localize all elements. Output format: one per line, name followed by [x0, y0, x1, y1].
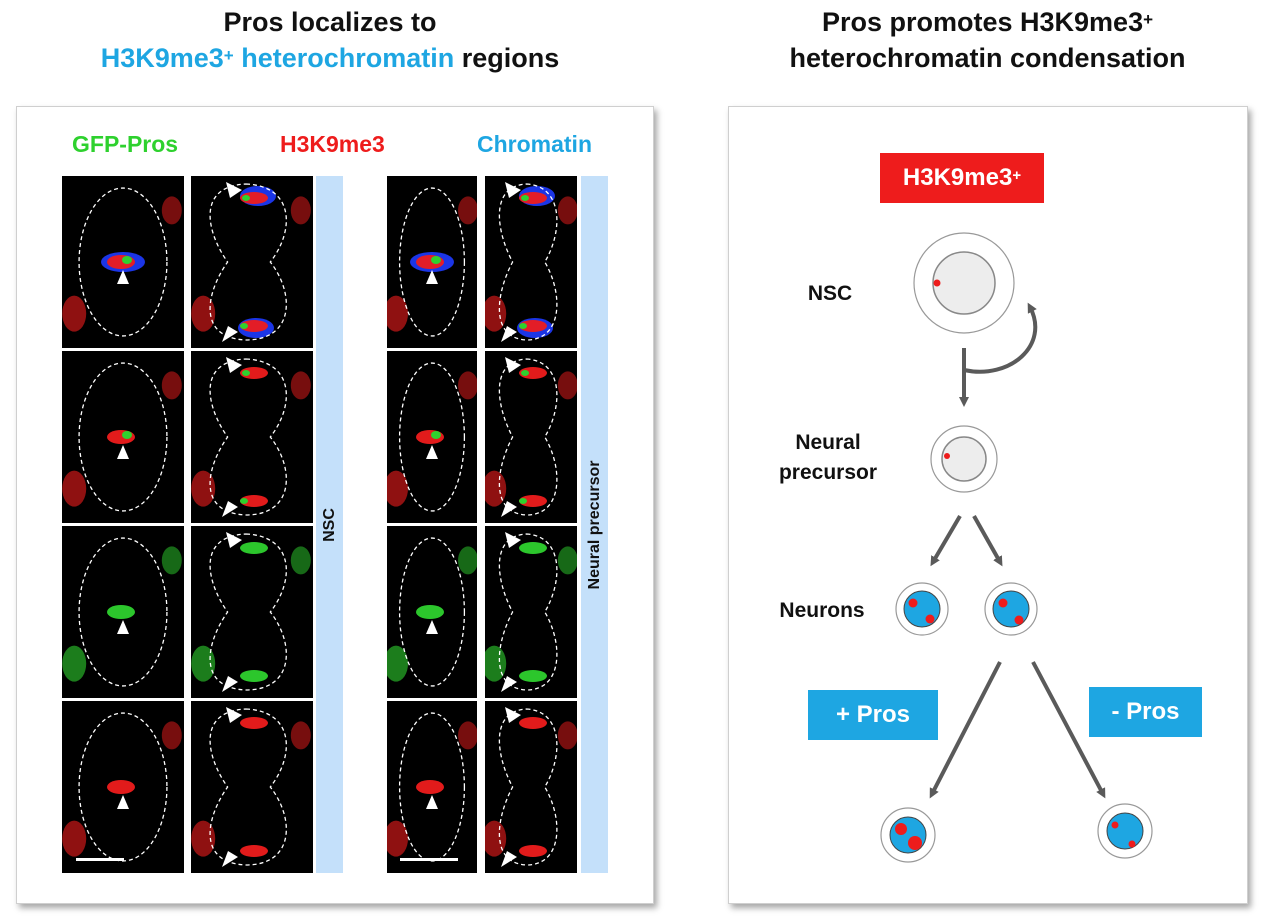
left-title-line1: Pros localizes to — [223, 7, 437, 37]
h3k9me3-box-sup: + — [1012, 166, 1022, 184]
h3k9me3-box-text: H3K9me3 — [902, 164, 1013, 191]
left-title: Pros localizes to H3K9me3+ heterochromat… — [0, 4, 660, 76]
micrograph-r4-c2 — [191, 701, 313, 873]
sidebar-neural-precursor: Neural precursor — [581, 176, 608, 873]
nsc-label: NSC — [807, 282, 853, 305]
micrograph-r3-c1 — [62, 526, 184, 698]
left-title-sup: + — [223, 46, 234, 65]
left-title-highlight2: heterochromatin — [233, 43, 455, 73]
sidebar-neural-precursor-label: Neural precursor — [585, 460, 603, 589]
micrograph-r2-c2 — [191, 351, 313, 523]
micrograph-r2-c4 — [485, 351, 577, 523]
micrograph-r4-c1 — [62, 701, 184, 873]
micrograph-r1-c3 — [387, 176, 477, 348]
micrograph-r3-c2 — [191, 526, 313, 698]
scale-bar-left — [76, 858, 124, 861]
left-title-rest: regions — [454, 43, 560, 73]
right-title-line2: heterochromatin condensation — [789, 43, 1186, 73]
plus-pros-box: + Pros — [808, 690, 938, 740]
micrograph-r3-c4 — [485, 526, 577, 698]
left-title-line2: H3K9me3+ heterochromatin regions — [0, 40, 660, 76]
sidebar-nsc: NSC — [316, 176, 343, 873]
right-title-line1: Pros promotes H3K9me3+ — [725, 4, 1250, 40]
micrograph-r1-c2 — [191, 176, 313, 348]
sidebar-nsc-label: NSC — [320, 507, 338, 542]
micrograph-r3-c3 — [387, 526, 477, 698]
micrograph-r1-c1 — [62, 176, 184, 348]
neural-precursor-label: Neural precursor — [778, 431, 878, 484]
micrograph-r4-c3 — [387, 701, 477, 873]
diagram-panel — [728, 106, 1248, 904]
channel-label-chromatin: Chromatin — [477, 131, 592, 157]
minus-pros-box: - Pros — [1089, 687, 1202, 737]
micrograph-r1-c4 — [485, 176, 577, 348]
channel-label-h3k9me3: H3K9me3 — [280, 131, 385, 157]
micrograph-r2-c3 — [387, 351, 477, 523]
channel-label-gfp-pros: GFP-Pros — [72, 131, 179, 157]
h3k9me3-box: H3K9me3+ — [880, 153, 1044, 203]
neurons-label: Neurons — [779, 599, 865, 622]
micrograph-r4-c4 — [485, 701, 577, 873]
right-title-sup: + — [1143, 10, 1154, 29]
left-title-highlight: H3K9me3 — [100, 43, 224, 73]
micrograph-r2-c1 — [62, 351, 184, 523]
right-title: Pros promotes H3K9me3+ heterochromatin c… — [725, 4, 1250, 76]
scale-bar-right — [400, 858, 458, 861]
right-title-line1-text: Pros promotes H3K9me3 — [821, 7, 1144, 37]
